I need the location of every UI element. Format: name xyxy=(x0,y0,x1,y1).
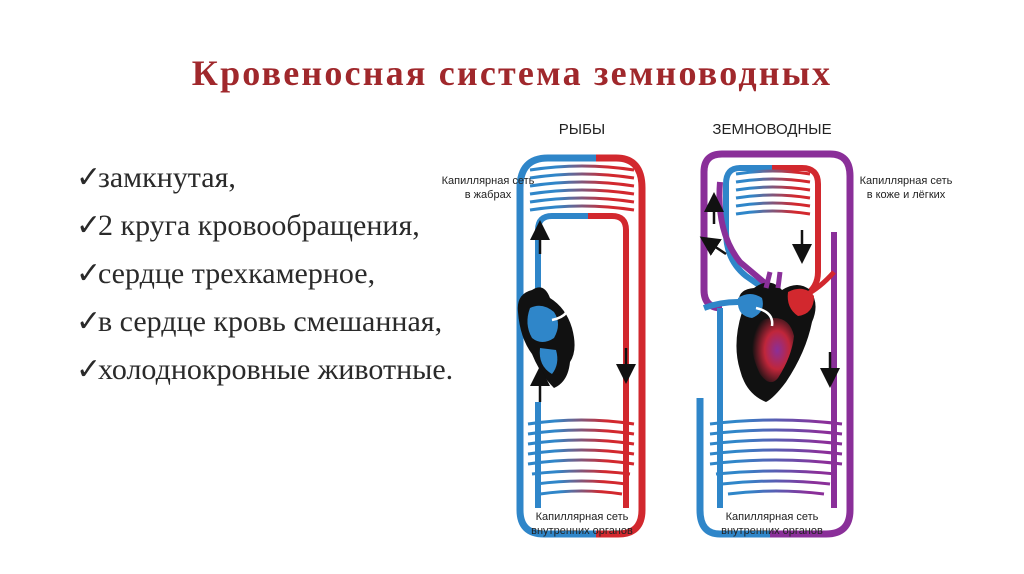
fish-bottom-caption-line2: внутренних органов xyxy=(531,525,633,537)
fish-organ-capillaries xyxy=(527,418,635,496)
amphibian-top-caption-line2: в коже и лёгких xyxy=(867,189,946,201)
bullet-text: сердце трехкамерное, xyxy=(98,257,376,290)
amphibian-outer-vessel-right xyxy=(756,150,854,538)
bullet-item: ✓2 круга кровообращения, xyxy=(76,208,496,244)
fish-heading: РЫБЫ xyxy=(559,121,605,138)
fish-outer-vessel-right xyxy=(596,154,646,538)
fish-inner-vessel-right xyxy=(588,213,629,508)
fish-outer-vessel-left xyxy=(516,154,598,538)
amphibian-heart-outlet xyxy=(802,270,836,299)
fish-top-caption-line2: в жабрах xyxy=(465,189,512,201)
bullet-item: ✓сердце трехкамерное, xyxy=(76,256,496,292)
check-icon: ✓ xyxy=(76,161,102,194)
bullet-list: ✓замкнутая, ✓2 круга кровообращения, ✓се… xyxy=(76,160,496,400)
bullet-item: ✓замкнутая, xyxy=(76,160,496,196)
circulation-diagram: РЫБЫ xyxy=(442,121,953,538)
amphibian-outer-vessel-bottom-left xyxy=(696,398,770,538)
amphibian-heart-outlet xyxy=(763,271,773,289)
amphibian-top-caption-line1: Капиллярная сеть xyxy=(860,175,953,187)
bullet-text: холоднокровные животные. xyxy=(98,353,454,386)
fish-bottom-caption-line1: Капиллярная сеть xyxy=(536,511,629,523)
amphibian-heading: ЗЕМНОВОДНЫЕ xyxy=(712,121,831,138)
check-icon: ✓ xyxy=(76,305,102,338)
check-icon: ✓ xyxy=(76,257,102,290)
amphibian-pulmonary-vessel-left xyxy=(723,165,772,293)
check-icon: ✓ xyxy=(76,353,102,386)
bullet-item: ✓холоднокровные животные. xyxy=(76,352,496,388)
check-icon: ✓ xyxy=(76,209,102,242)
amphibian-bottom-caption-line1: Капиллярная сеть xyxy=(726,511,819,523)
bullet-text: замкнутая, xyxy=(98,161,236,194)
amphibian-bottom-caption-line2: внутренних органов xyxy=(721,525,823,537)
fish-heart-chamber xyxy=(527,305,558,342)
amphibian-heart-outlet xyxy=(775,271,783,289)
arrow-curved-icon xyxy=(551,297,572,322)
bullet-item: ✓в сердце кровь смешанная, xyxy=(76,304,496,340)
bullet-text: 2 круга кровообращения, xyxy=(98,209,420,242)
fish-inner-vessel-left xyxy=(535,213,588,302)
fish-gill-capillaries xyxy=(529,164,635,212)
amphibian-heart-atrium-left xyxy=(737,294,763,318)
amphibian-heart-inlet xyxy=(702,299,739,311)
bullet-text: в сердце кровь смешанная, xyxy=(98,305,443,338)
fish-top-caption-line1: Капиллярная сеть xyxy=(442,175,535,187)
amphibian-lung-capillaries xyxy=(735,169,811,216)
amphibian-scheme: ЗЕМНОВОДНЫЕ xyxy=(696,121,953,538)
fish-heart-chamber xyxy=(539,348,558,374)
arrow-curved-icon xyxy=(755,306,774,327)
amphibian-heart-ventricle xyxy=(752,318,794,383)
amphibian-organ-capillaries xyxy=(709,418,843,496)
fish-scheme: РЫБЫ xyxy=(442,121,646,538)
slide-title: Кровеносная система земноводных xyxy=(191,53,833,93)
arrow-diagonal-icon xyxy=(699,236,727,256)
